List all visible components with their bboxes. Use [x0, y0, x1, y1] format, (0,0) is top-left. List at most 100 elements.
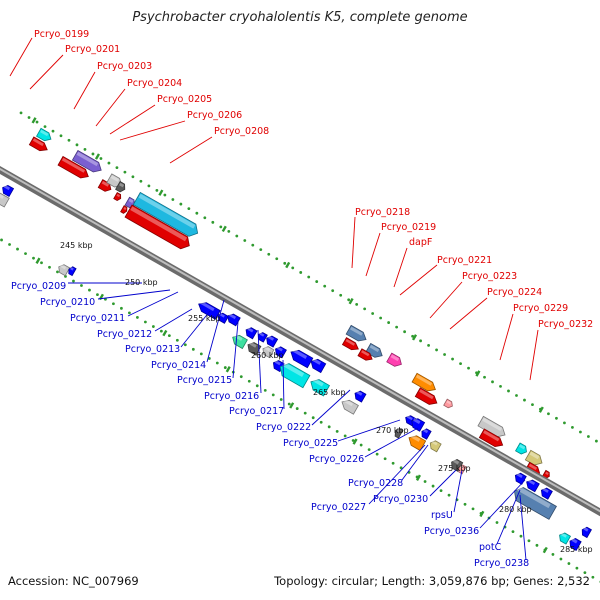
gene-block [408, 434, 427, 452]
gene-block-shine [516, 472, 523, 478]
gene-block [290, 348, 314, 369]
track-dot [123, 170, 127, 174]
gene-block [279, 362, 311, 389]
gene-block [2, 184, 15, 198]
track-dot [443, 353, 446, 356]
gene-label-pcryo-0225: Pcryo_0225 [283, 438, 338, 449]
track-dot [447, 493, 451, 497]
gene-label-pcryo-0219: Pcryo_0219 [381, 222, 436, 233]
gene-block [124, 204, 190, 250]
track-dot [27, 116, 31, 119]
track-dot [191, 347, 195, 351]
gene-block [524, 449, 543, 466]
gene-block-shine [350, 326, 363, 336]
track-dot [439, 489, 443, 493]
track-dot [547, 412, 550, 416]
gene-label-pcryo-0229: Pcryo_0229 [513, 303, 568, 314]
gene-block-body [272, 360, 285, 373]
gene-label-pcryo-0216: Pcryo_0216 [204, 391, 259, 402]
tick-tracks [0, 111, 600, 583]
gene-block-shine [460, 465, 464, 469]
track-dot [347, 298, 351, 302]
track-dot [267, 252, 271, 256]
track-dot [16, 247, 19, 251]
gene-block-shine [542, 487, 549, 493]
gene-block-shine [264, 346, 271, 352]
gene-block-body [247, 342, 262, 356]
gene-block [394, 427, 404, 439]
gene-block-body [310, 358, 327, 374]
gene-block [113, 191, 122, 202]
gene-block-shine [527, 479, 536, 486]
track-dot [351, 439, 355, 442]
gene-block [581, 526, 592, 539]
track-dot [375, 452, 379, 456]
gene-block-shine [431, 440, 438, 446]
gene-block-shine [312, 377, 324, 387]
track-tick [94, 153, 101, 160]
gene-block-shine [413, 417, 421, 424]
track-dot [159, 329, 163, 333]
track-dot [120, 306, 123, 310]
track-dot [555, 416, 558, 420]
track-dot [327, 425, 331, 429]
gene-block [477, 415, 506, 438]
gene-block-body [394, 427, 404, 439]
track-dot [463, 502, 467, 506]
gene-label-pcryo-0208: Pcryo_0208 [214, 126, 269, 137]
track-dot [323, 284, 327, 288]
callout-line [127, 291, 179, 317]
track-tick [225, 366, 231, 373]
gene-block-shine [483, 430, 500, 442]
track-dot [511, 530, 515, 534]
gene-block-body [262, 346, 275, 359]
track-dot [343, 434, 347, 438]
gene-block [275, 346, 287, 359]
gene-block-shine [312, 358, 321, 365]
track-dot [91, 152, 95, 156]
gene-block-shine [452, 459, 460, 465]
track-tick [479, 510, 485, 518]
callout-line [29, 54, 64, 90]
track-dot [128, 311, 131, 315]
gene-label-pcryo-0218: Pcryo_0218 [355, 207, 410, 218]
track-dot [175, 338, 179, 342]
callout-line [364, 427, 419, 458]
gene-block-body [345, 324, 367, 342]
gene-label-pcryo-0210: Pcryo_0210 [40, 297, 95, 308]
callout-line [429, 469, 457, 497]
gene-block-shine [0, 191, 4, 199]
gene-block-shine [545, 471, 549, 476]
gene-block-body [279, 363, 311, 389]
kbp-label-265: 265 kbp [313, 388, 346, 397]
gene-label-pcryo-0214: Pcryo_0214 [151, 360, 206, 371]
gene-block-shine [61, 157, 86, 173]
track-dot [88, 288, 91, 292]
gene-block [0, 191, 10, 208]
gene-block-body [478, 428, 504, 447]
gene-block [526, 479, 540, 493]
gene-block-body [429, 440, 442, 453]
gene-block-shine [446, 400, 452, 405]
track-dot [559, 557, 563, 561]
track-dot [40, 261, 43, 265]
track-dot [515, 394, 518, 397]
gene-block [71, 149, 102, 173]
gene-block-body [421, 428, 432, 440]
gene-block-body [569, 538, 582, 551]
track-tick [285, 261, 291, 269]
track-dot [419, 339, 422, 343]
track-dot [499, 384, 502, 388]
callout-line [449, 297, 488, 330]
gene-label-pcryo-0222: Pcryo_0222 [256, 422, 311, 433]
gene-block-body [310, 379, 331, 397]
track-dot [8, 243, 11, 246]
track-dot [223, 366, 227, 369]
track-dot [451, 357, 454, 361]
gene-block-shine [361, 350, 370, 357]
callout-line [73, 71, 96, 110]
track-dot [275, 257, 279, 261]
gene-block [227, 313, 241, 327]
gene-block-shine [560, 532, 567, 538]
